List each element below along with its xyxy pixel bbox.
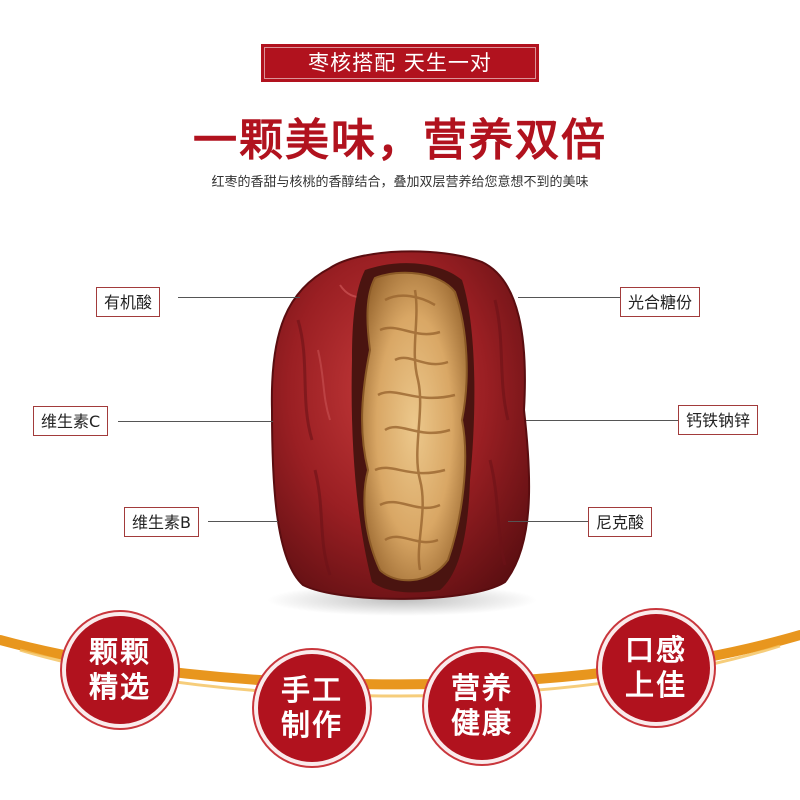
label-vitamin-b: 维生素B [124,507,199,537]
badge-line: 营养 [450,671,513,705]
feature-badge-taste: 口感 上佳 [602,614,710,722]
top-banner: 枣核搭配 天生一对 [261,44,539,82]
leader-line [118,421,273,422]
leader-line [508,521,588,522]
badge-line: 制作 [280,708,343,742]
label-niacin: 尼克酸 [588,507,653,537]
feature-badge-selected: 颗颗 精选 [66,616,174,724]
badge-line: 上佳 [624,668,687,702]
label-organic-acid: 有机酸 [96,287,161,317]
label-sugar: 光合糖份 [620,287,701,317]
badge-line: 手工 [280,673,343,707]
leader-line [208,521,278,522]
subtitle: 红枣的香甜与核桃的香醇结合，叠加双层营养给您意想不到的美味 [211,175,589,190]
badge-line: 口感 [624,633,687,667]
badge-line: 颗颗 [88,635,151,669]
feature-badge-handmade: 手工 制作 [258,654,366,762]
label-vitamin-c: 维生素C [33,406,109,436]
leader-line [178,297,300,298]
banner-text: 枣核搭配 天生一对 [308,51,492,75]
headline: 一颗美味，营养双倍 [193,115,607,166]
leader-line [518,297,620,298]
feature-badge-healthy: 营养 健康 [428,652,536,760]
badge-line: 精选 [88,670,151,704]
leader-line [526,420,678,421]
badge-line: 健康 [450,706,513,740]
label-minerals: 钙铁钠锌 [678,405,759,435]
